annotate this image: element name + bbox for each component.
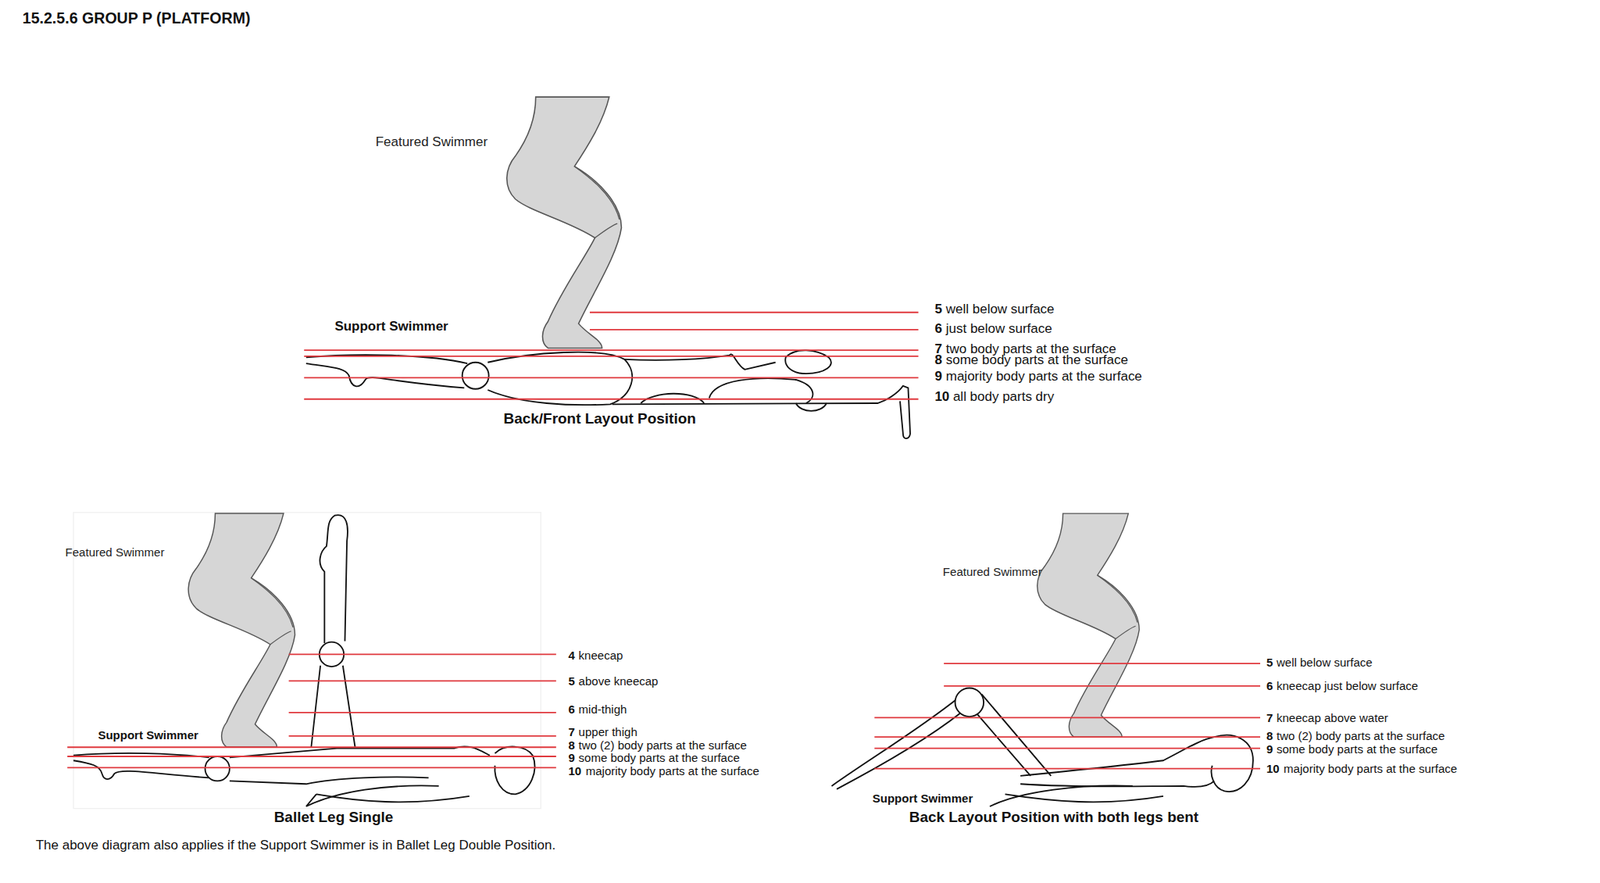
- support-swimmer: [989, 785, 1164, 807]
- level-description: some body parts at the surface: [578, 750, 740, 765]
- level-line: [589, 311, 919, 314]
- ballet-leg: [310, 665, 355, 748]
- swimmer-label: Support Swimmer: [334, 318, 448, 335]
- support-swimmer: [205, 756, 230, 781]
- featured-swimmer: [507, 96, 622, 348]
- level-line: [303, 398, 918, 400]
- callout-number: 8: [934, 352, 942, 368]
- support-swimmer: [831, 696, 961, 790]
- support-swimmer: [709, 378, 827, 411]
- callout-number: 5: [1266, 655, 1273, 669]
- diagram-note: The above diagram also applies if the Su…: [35, 837, 556, 854]
- callout-number: 9: [934, 368, 942, 385]
- figure-caption: Back Layout Position with both legs bent: [909, 807, 1199, 825]
- callout-number: 6: [1266, 678, 1273, 693]
- callout-number: 4: [568, 648, 575, 662]
- callout-number: 7: [1266, 710, 1273, 725]
- callout-number: 8: [1266, 728, 1273, 743]
- support-swimmer: [494, 746, 535, 795]
- level-description: majority body parts at the surface: [585, 764, 760, 778]
- level-line: [289, 711, 557, 714]
- level-description: majority body parts at the surface: [946, 368, 1143, 385]
- level-description: upper thigh: [578, 725, 638, 739]
- support-swimmer: [487, 352, 633, 406]
- figure-caption: Ballet Leg Single: [274, 807, 394, 825]
- level-line: [943, 662, 1261, 665]
- callout-number: 8: [568, 738, 575, 752]
- level-line: [874, 735, 1261, 738]
- support-swimmer: [229, 746, 490, 784]
- callout-number: 10: [1266, 761, 1280, 775]
- swimmer-label: Featured Swimmer: [65, 545, 165, 559]
- callout-number: 9: [568, 750, 575, 765]
- level-line: [67, 755, 557, 758]
- level-description: kneecap just below surface: [1276, 678, 1418, 693]
- callout-number: 7: [568, 725, 575, 739]
- level-line: [874, 767, 1261, 770]
- swimmer-label: Support Swimmer: [872, 791, 974, 805]
- support-swimmer: [306, 354, 468, 388]
- support-swimmer: [977, 693, 1051, 776]
- support-swimmer: [785, 350, 832, 374]
- callout-number: 9: [1266, 742, 1273, 756]
- swimmer-label: Featured Swimmer: [375, 134, 488, 150]
- support-swimmer: [306, 785, 470, 807]
- level-line: [874, 747, 1261, 750]
- level-description: some body parts at the surface: [1276, 742, 1438, 756]
- swimmer-label: Support Swimmer: [97, 728, 199, 742]
- swimmer-label: Featured Swimmer: [942, 564, 1043, 579]
- level-description: some body parts at the surface: [946, 352, 1129, 368]
- level-description: kneecap: [578, 648, 624, 662]
- level-description: mid-thigh: [578, 702, 628, 716]
- kneecap: [955, 687, 985, 717]
- featured-swimmer: [1037, 513, 1140, 737]
- callout-number: 6: [934, 321, 942, 337]
- level-description: majority body parts at the surface: [1283, 761, 1458, 775]
- level-line: [303, 355, 918, 358]
- support-swimmer: [462, 362, 490, 390]
- level-line: [589, 328, 919, 331]
- ballet-leg: [319, 514, 347, 643]
- level-description: well below surface: [1276, 655, 1373, 669]
- level-description: well below surface: [946, 301, 1055, 318]
- level-description: all body parts dry: [953, 389, 1054, 405]
- level-description: two (2) body parts at the surface: [578, 738, 747, 752]
- page-title: 15.2.5.6 GROUP P (PLATFORM): [22, 8, 251, 27]
- level-description: just below surface: [946, 321, 1053, 337]
- level-line: [289, 653, 557, 655]
- callout-number: 6: [568, 702, 575, 716]
- level-description: kneecap above water: [1276, 710, 1389, 725]
- level-line: [67, 746, 557, 748]
- callout-number: 5: [568, 674, 575, 688]
- level-description: above kneecap: [578, 674, 659, 688]
- support-swimmer: [1020, 735, 1254, 792]
- callout-number: 10: [568, 764, 583, 778]
- featured-swimmer: [188, 513, 295, 747]
- level-line: [303, 376, 918, 379]
- level-line: [303, 349, 918, 351]
- level-line: [943, 685, 1261, 687]
- callout-number: 10: [934, 389, 950, 405]
- level-line: [874, 716, 1261, 718]
- level-line: [289, 735, 557, 737]
- level-description: two (2) body parts at the surface: [1276, 728, 1445, 743]
- figure-caption: Back/Front Layout Position: [503, 410, 697, 428]
- level-line: [289, 679, 557, 682]
- callout-number: 5: [934, 301, 942, 318]
- level-line: [67, 766, 557, 768]
